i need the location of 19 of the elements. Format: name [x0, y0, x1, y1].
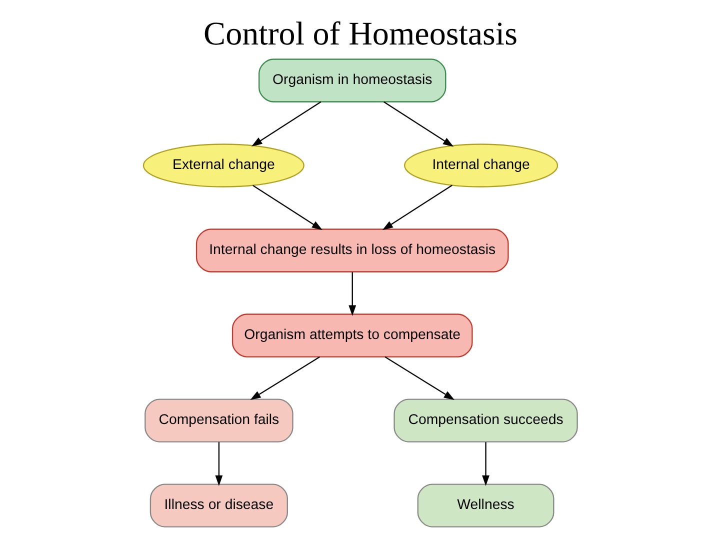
node-ellipse: External change — [142, 144, 304, 188]
node-ellipse: Internal change — [404, 144, 558, 188]
node-box: Compensation fails — [144, 398, 293, 442]
arrow — [252, 184, 322, 230]
arrow — [251, 101, 321, 146]
arrow — [348, 272, 356, 316]
node-box: Compensation succeeds — [393, 398, 578, 442]
node-box: Wellness — [416, 484, 554, 528]
node-box: Illness or disease — [149, 484, 288, 528]
arrow — [382, 184, 452, 230]
arrow — [250, 356, 320, 400]
arrow — [214, 442, 222, 486]
node-box: Organism attempts to compensate — [231, 314, 472, 358]
arrow — [384, 356, 454, 400]
diagram-title: Control of Homeostasis — [203, 16, 517, 52]
arrow — [383, 101, 454, 147]
node-box: Internal change results in loss of homeostasis — [195, 228, 508, 272]
node-box: Organism in homeostasis — [258, 58, 446, 102]
arrow — [482, 442, 489, 486]
